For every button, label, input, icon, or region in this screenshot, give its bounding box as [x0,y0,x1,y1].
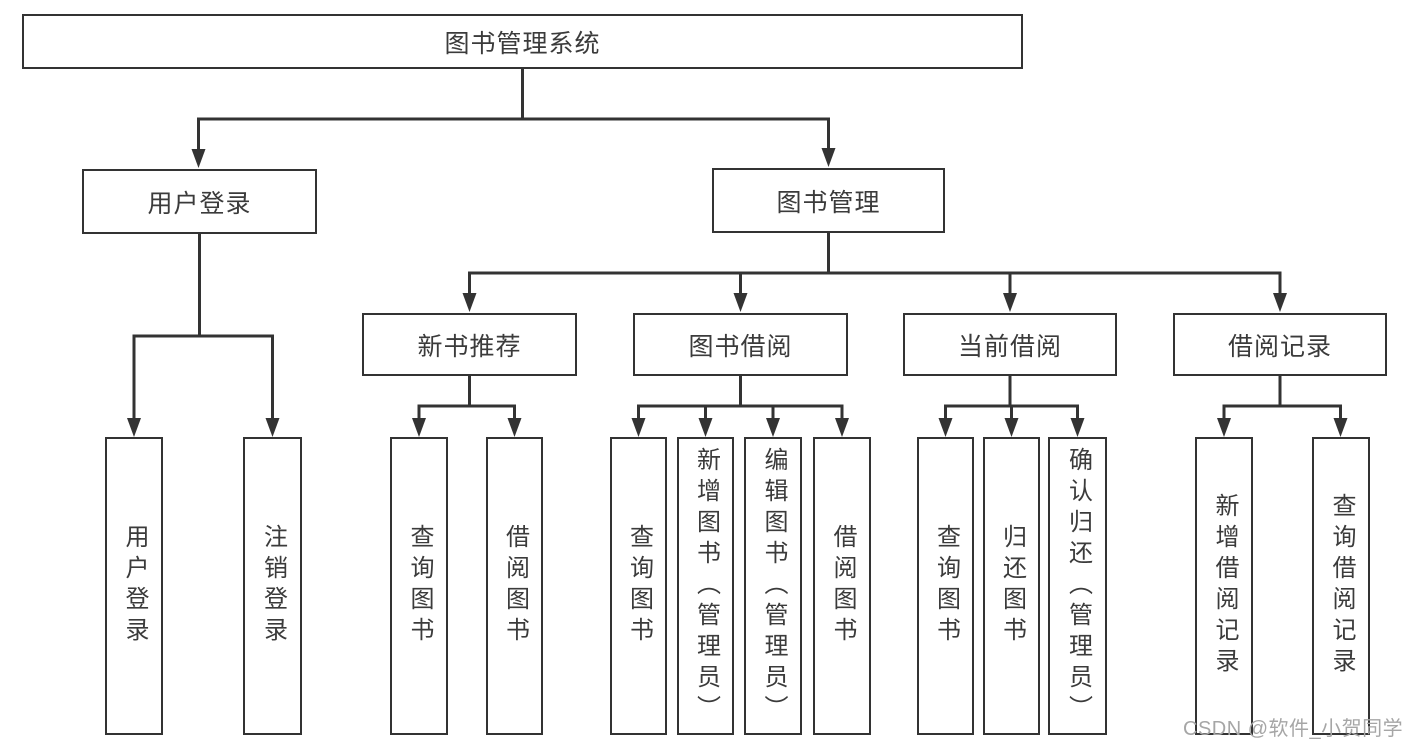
leaf-recommend-borrow-books: 借阅图书 [486,437,543,735]
arrowhead-current-return [1004,418,1019,437]
arrowhead-current-confirm [1070,418,1085,437]
arrowhead-book-management [821,148,836,167]
node-book-borrow: 图书借阅 [633,313,848,376]
connector-records-crossbar [1222,404,1342,421]
arrowhead-leaf-logout [265,418,280,437]
leaf-borrow-query-books: 查询图书 [610,437,667,735]
arrowhead-records-query [1333,418,1348,437]
node-root: 图书管理系统 [22,14,1023,69]
leaf-current-confirm-return-admin: 确认归还（管理员） [1048,437,1107,735]
arrowhead-leaf-user-login [127,418,141,437]
connector-book-management-crossbar [468,271,1282,296]
watermark: CSDN @软件_小贺同学 [1183,718,1404,740]
arrowhead-user-login [191,149,206,168]
arrowhead-records-add [1217,418,1231,437]
arrowhead-current-query [938,418,953,437]
node-new-book-recommend: 新书推荐 [362,313,577,376]
arrowhead-borrow-records [1273,293,1287,312]
arrowhead-borrow-edit [766,418,780,437]
leaf-borrow-edit-books-admin: 编辑图书（管理员） [744,437,802,735]
connector-recommend-crossbar [417,404,516,421]
arrowhead-borrow-borrow [835,418,849,437]
connector-user-login-crossbar [132,334,274,421]
connector-root-crossbar [197,117,830,152]
connector-borrow-crossbar [637,404,844,421]
arrowhead-book-borrow [733,293,748,312]
leaf-borrow-borrow-books: 借阅图书 [813,437,871,735]
leaf-current-return-books: 归还图书 [983,437,1040,735]
arrowhead-new-book-recommend [462,293,477,312]
node-borrow-records: 借阅记录 [1173,313,1387,376]
node-user-login: 用户登录 [82,169,317,234]
node-book-management: 图书管理 [712,168,945,233]
arrowhead-borrow-query [631,418,646,437]
leaf-logout: 注销登录 [243,437,302,735]
arrowhead-borrow-add [698,418,713,437]
leaf-user-login: 用户登录 [105,437,163,735]
arrowhead-recommend-borrow [507,418,522,437]
node-current-borrow: 当前借阅 [903,313,1117,376]
arrowhead-recommend-query [412,418,426,437]
leaf-borrow-add-books-admin: 新增图书（管理员） [677,437,734,735]
leaf-records-query-borrow-record: 查询借阅记录 [1312,437,1370,735]
leaf-records-add-borrow-record: 新增借阅记录 [1195,437,1253,735]
leaf-current-query-books: 查询图书 [917,437,974,735]
arrowhead-current-borrow [1003,293,1017,312]
leaf-recommend-query-books: 查询图书 [390,437,448,735]
